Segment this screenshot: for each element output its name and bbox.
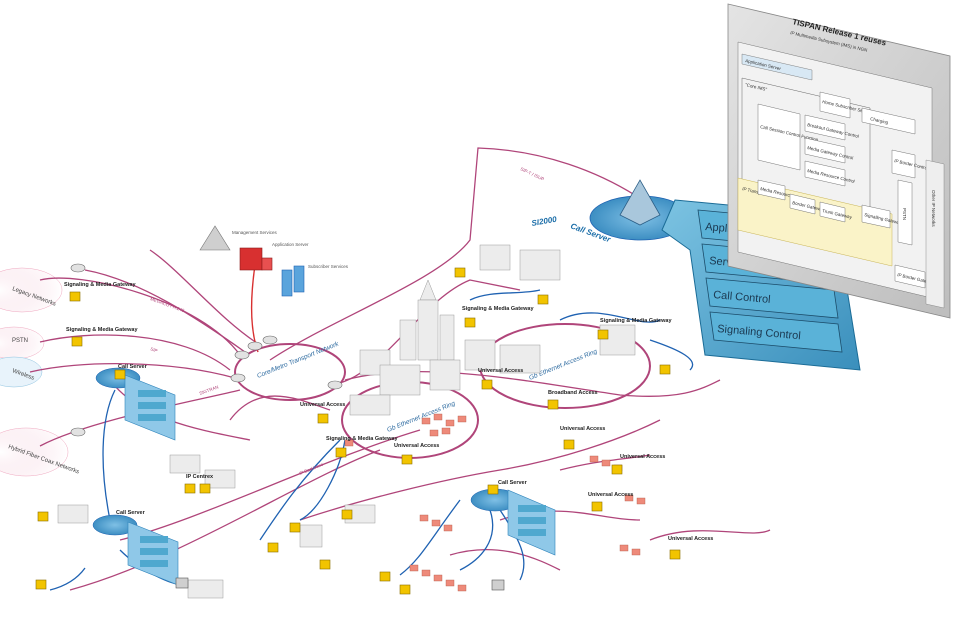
node-label-6: Universal Access (478, 368, 523, 374)
node-labels: Signaling & Media Gateway Signaling & Me… (64, 282, 713, 542)
node-label-8: Universal Access (560, 426, 605, 432)
management-label: Management Services (232, 230, 278, 235)
link-label-4: IP Backbone (299, 462, 325, 476)
core-ims-label: "Core IMS" (745, 82, 768, 92)
node-label-5: Universal Access (300, 402, 345, 408)
call-server-center: Call Server (470, 480, 556, 556)
node-label-7: Universal Access (394, 443, 439, 449)
link-label-0: MEGACO / H.248 (150, 296, 186, 313)
link-label-2: SIGTRAN (199, 384, 220, 396)
node-label-13: Broadband Access (548, 390, 598, 396)
legacy-label-1: PSTN (12, 338, 28, 344)
node-label-3: Signaling & Media Gateway (600, 318, 672, 324)
ip-transport-label: IP Transport (742, 186, 768, 197)
pstn-vertical-label: PSTN (902, 208, 907, 220)
trunk-gw-label: Trunk Gateway (822, 208, 853, 220)
call-server-label-0: Call Server (118, 364, 148, 370)
other-ip-label: Other IP Networks (931, 190, 936, 227)
call-server-label-1: Call Server (116, 510, 146, 516)
red-link (250, 264, 259, 353)
callout-item-3: Signaling Control (709, 311, 843, 353)
application-label: Application Server (272, 242, 309, 247)
tispan-panel: TISPAN Release 1 reuses IP Multimedia Su… (727, 3, 951, 319)
link-label-1: SIP (150, 346, 159, 353)
node-label-12: IP Centrex (186, 474, 214, 480)
si2000-call-server: SI2000 Call Server (531, 179, 691, 244)
link-label-3: SIP-T / ISUP (520, 166, 545, 181)
routers (70, 263, 343, 437)
node-label-10: Universal Access (588, 492, 633, 498)
city-buildings (57, 244, 636, 599)
charging-label: Charging (870, 116, 889, 125)
callout-text-2: Call Control (713, 289, 771, 306)
link-labels: MEGACO / H.248 SIP SIGTRAN SIP-T / ISUP … (150, 166, 545, 476)
node-label-11: Universal Access (668, 536, 713, 542)
si2000-brand: SI2000 (531, 215, 558, 228)
terminals (175, 577, 505, 591)
call-server-label-2: Call Server (498, 480, 528, 486)
call-server-left-bottom: Call Server (92, 510, 179, 586)
gateways (35, 267, 681, 595)
node-label-4: Signaling & Media Gateway (462, 306, 534, 312)
call-server-left-top: Call Server (95, 364, 176, 441)
node-label-9: Universal Access (620, 454, 665, 460)
subscriber-label: Subscriber Services (308, 264, 349, 269)
legacy-networks: Legacy Networks PSTN Wireless Hybrid Fib… (0, 267, 80, 477)
node-label-0: Signaling & Media Gateway (64, 282, 136, 288)
management-services: Management Services Application Server S… (199, 225, 349, 297)
node-label-2: Signaling & Media Gateway (326, 436, 398, 442)
callout-item-2: Call Control (705, 277, 839, 319)
node-label-1: Signaling & Media Gateway (66, 327, 138, 333)
